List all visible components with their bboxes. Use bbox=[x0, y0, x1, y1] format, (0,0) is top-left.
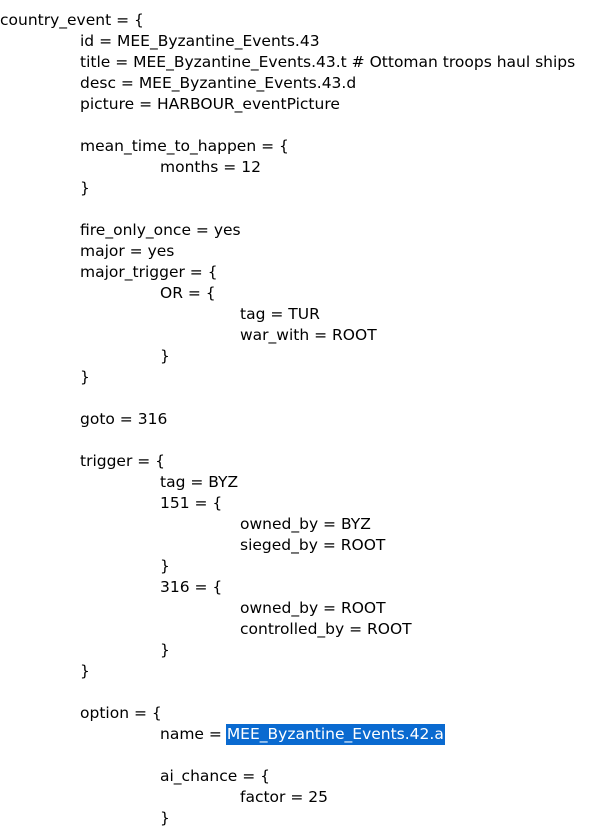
code-line[interactable] bbox=[0, 115, 603, 136]
code-line[interactable] bbox=[0, 388, 603, 409]
code-text: 316 = { bbox=[160, 578, 223, 596]
code-line[interactable]: major = yes bbox=[0, 241, 603, 262]
code-text: mean_time_to_happen = { bbox=[80, 137, 289, 155]
code-line[interactable]: goto = 316 bbox=[0, 409, 603, 430]
code-line[interactable]: picture = HARBOUR_eventPicture bbox=[0, 94, 603, 115]
code-text: title = MEE_Byzantine_Events.43.t # Otto… bbox=[80, 53, 576, 71]
code-text: sieged_by = ROOT bbox=[240, 536, 386, 554]
code-text: OR = { bbox=[160, 284, 216, 302]
code-line[interactable]: war_with = ROOT bbox=[0, 325, 603, 346]
code-text: ai_chance = { bbox=[160, 767, 270, 785]
code-text: id = MEE_Byzantine_Events.43 bbox=[80, 32, 320, 50]
code-text: trigger = { bbox=[80, 452, 166, 470]
code-text: factor = 25 bbox=[240, 788, 328, 806]
code-line[interactable]: } bbox=[0, 367, 603, 388]
selected-text[interactable]: MEE_Byzantine_Events.42.a bbox=[225, 724, 445, 745]
code-text: owned_by = ROOT bbox=[240, 599, 386, 617]
code-line[interactable]: trigger = { bbox=[0, 451, 603, 472]
code-text: major = yes bbox=[80, 242, 175, 260]
code-line[interactable]: } bbox=[0, 808, 603, 829]
code-line[interactable]: id = MEE_Byzantine_Events.43 bbox=[0, 31, 603, 52]
code-line[interactable]: factor = 25 bbox=[0, 787, 603, 808]
code-line[interactable]: owned_by = ROOT bbox=[0, 598, 603, 619]
code-text: desc = MEE_Byzantine_Events.43.d bbox=[80, 74, 357, 92]
code-line[interactable] bbox=[0, 199, 603, 220]
code-line[interactable]: OR = { bbox=[0, 283, 603, 304]
code-text: } bbox=[160, 641, 170, 659]
code-text: fire_only_once = yes bbox=[80, 221, 241, 239]
code-text: months = 12 bbox=[160, 158, 261, 176]
code-text: 151 = { bbox=[160, 494, 223, 512]
code-line[interactable]: country_event = { bbox=[0, 10, 603, 31]
code-line[interactable]: title = MEE_Byzantine_Events.43.t # Otto… bbox=[0, 52, 603, 73]
code-text: major_trigger = { bbox=[80, 263, 218, 281]
code-text: controlled_by = ROOT bbox=[240, 620, 412, 638]
code-line[interactable]: 316 = { bbox=[0, 577, 603, 598]
code-line[interactable] bbox=[0, 682, 603, 703]
code-text: } bbox=[160, 809, 170, 827]
code-text: } bbox=[80, 662, 90, 680]
code-text: tag = TUR bbox=[240, 305, 320, 323]
code-line[interactable]: sieged_by = ROOT bbox=[0, 535, 603, 556]
code-line[interactable]: } bbox=[0, 346, 603, 367]
code-text: war_with = ROOT bbox=[240, 326, 377, 344]
code-line[interactable]: tag = BYZ bbox=[0, 472, 603, 493]
code-text: } bbox=[160, 347, 170, 365]
code-line[interactable]: option = { bbox=[0, 703, 603, 724]
code-line[interactable] bbox=[0, 430, 603, 451]
code-text: goto = 316 bbox=[80, 410, 168, 428]
code-line[interactable]: tag = TUR bbox=[0, 304, 603, 325]
code-text-prefix: name = bbox=[160, 725, 227, 743]
text-editor[interactable]: country_event = { id = MEE_Byzantine_Even… bbox=[0, 10, 603, 829]
code-line[interactable]: } bbox=[0, 556, 603, 577]
code-line[interactable]: } bbox=[0, 640, 603, 661]
code-line[interactable]: desc = MEE_Byzantine_Events.43.d bbox=[0, 73, 603, 94]
code-text: picture = HARBOUR_eventPicture bbox=[80, 95, 340, 113]
code-line[interactable]: mean_time_to_happen = { bbox=[0, 136, 603, 157]
code-text: option = { bbox=[80, 704, 162, 722]
code-line[interactable]: major_trigger = { bbox=[0, 262, 603, 283]
code-line[interactable]: } bbox=[0, 178, 603, 199]
code-text: tag = BYZ bbox=[160, 473, 239, 491]
code-text: } bbox=[160, 557, 170, 575]
code-line[interactable]: } bbox=[0, 661, 603, 682]
code-text: } bbox=[80, 179, 90, 197]
code-text: owned_by = BYZ bbox=[240, 515, 371, 533]
code-text: name = MEE_Byzantine_Events.42.a bbox=[160, 724, 445, 745]
code-line[interactable]: fire_only_once = yes bbox=[0, 220, 603, 241]
code-text: } bbox=[80, 368, 90, 386]
code-line[interactable]: months = 12 bbox=[0, 157, 603, 178]
code-line[interactable]: owned_by = BYZ bbox=[0, 514, 603, 535]
code-line[interactable]: controlled_by = ROOT bbox=[0, 619, 603, 640]
code-line[interactable]: name = MEE_Byzantine_Events.42.a bbox=[0, 724, 603, 745]
code-text: country_event = { bbox=[0, 11, 144, 29]
code-line[interactable] bbox=[0, 745, 603, 766]
code-line[interactable]: 151 = { bbox=[0, 493, 603, 514]
code-line[interactable]: ai_chance = { bbox=[0, 766, 603, 787]
